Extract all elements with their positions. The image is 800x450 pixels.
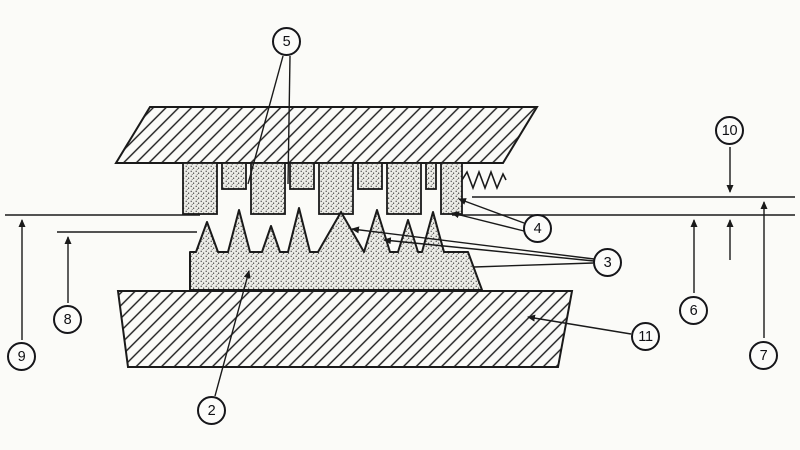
callout-8-label: 8 xyxy=(63,311,72,328)
zigzag-spring xyxy=(461,169,507,191)
callout-11-label: 11 xyxy=(638,328,653,345)
callout-5-label: 5 xyxy=(282,33,291,50)
callout-10-label: 10 xyxy=(721,122,738,139)
leader-4a xyxy=(458,198,525,224)
upper-comb-blocks xyxy=(182,162,463,215)
callout-11: 11 xyxy=(631,322,660,351)
base-plate xyxy=(116,290,574,368)
callout-7: 7 xyxy=(749,341,778,370)
lower-comb xyxy=(189,207,483,291)
callout-5: 5 xyxy=(272,27,301,56)
callout-2: 2 xyxy=(197,396,226,425)
callout-6: 6 xyxy=(679,296,708,325)
callout-2-label: 2 xyxy=(207,402,216,419)
callout-9-label: 9 xyxy=(17,348,26,365)
upper-plate xyxy=(114,106,539,164)
callout-8: 8 xyxy=(53,305,82,334)
callout-9: 9 xyxy=(7,342,36,371)
leader-5a xyxy=(247,55,284,185)
leader-lines xyxy=(18,55,768,397)
leader-11 xyxy=(527,314,632,335)
callout-3-label: 3 xyxy=(603,254,612,271)
leader-2 xyxy=(214,270,251,397)
leader-3-edge xyxy=(473,262,594,268)
callout-3: 3 xyxy=(593,248,622,277)
leader-5b xyxy=(287,55,291,185)
leader-3b xyxy=(383,237,595,262)
leader-4b xyxy=(451,211,525,232)
callout-4: 4 xyxy=(523,214,552,243)
datum-lines xyxy=(5,196,795,233)
callout-10: 10 xyxy=(715,116,744,145)
callout-7-label: 7 xyxy=(759,347,768,364)
callout-6-label: 6 xyxy=(689,302,698,319)
callout-4-label: 4 xyxy=(533,220,542,237)
leader-3a xyxy=(351,226,595,260)
